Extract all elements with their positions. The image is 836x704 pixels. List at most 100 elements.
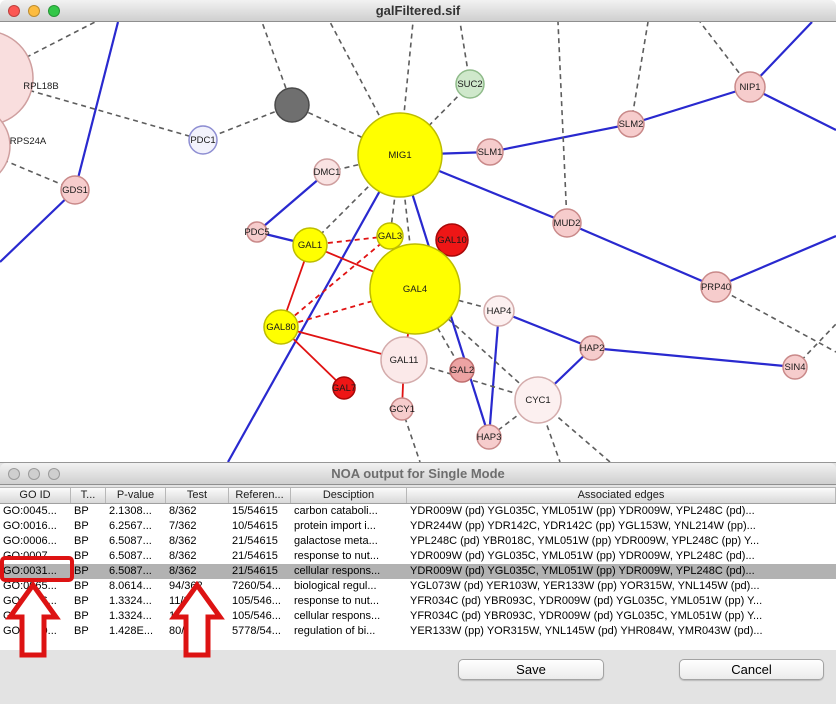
table-cell: 10/54615 [232,520,278,532]
column-header[interactable]: Desciption [291,488,407,503]
edge-pd[interactable] [557,22,568,224]
node-PDC1[interactable]: PDC1 [188,125,218,155]
node-label: HAP4 [487,306,512,317]
node-GDS1[interactable]: GDS1 [60,175,90,205]
edge-pp[interactable] [749,86,836,131]
edge-pd[interactable] [202,104,293,141]
column-header[interactable]: Referen... [229,488,291,503]
node-SUC2[interactable]: SUC2 [455,69,485,99]
node-SLM1[interactable]: SLM1 [476,138,504,166]
table-cell: GO:0006... [3,535,57,547]
edge-pd[interactable] [537,399,611,462]
noa-window-titlebar[interactable]: NOA output for Single Mode [0,463,836,485]
zoom-button[interactable] [48,5,60,17]
edge-pp[interactable] [227,154,401,462]
table-cell: 6.5087... [109,535,152,547]
edge-hld[interactable] [280,235,391,328]
table-cell: 1.3324... [109,595,152,607]
edge-pp[interactable] [256,171,328,233]
edge-pd[interactable] [630,22,649,125]
node-label: DMC1 [314,167,341,178]
edge-pd[interactable] [261,22,293,106]
node-DMC1[interactable]: DMC1 [313,158,341,186]
column-header[interactable]: T... [71,488,106,503]
node-HAP3[interactable]: HAP3 [476,424,502,450]
column-header[interactable]: GO ID [0,488,71,503]
node-PDC5[interactable]: PDC5 [244,221,270,243]
edge-pd[interactable] [414,288,463,371]
table-cell: 80/362 [169,625,203,637]
edge-pp[interactable] [566,221,717,289]
edge-pp[interactable] [489,122,632,154]
edge-pp[interactable] [591,346,796,369]
node-GAL11[interactable]: GAL11 [380,336,428,384]
node-RPS24A[interactable]: RPS24A [0,106,47,186]
node-HAP2[interactable]: HAP2 [579,335,605,361]
node-GAL80[interactable]: GAL80 [263,309,299,345]
node-GAL7[interactable]: GAL7 [332,376,356,400]
column-header[interactable]: P-value [106,488,166,503]
edge-pp[interactable] [498,309,593,350]
table-cell: GO:0007... [3,550,57,562]
column-header[interactable]: Associated edges [407,488,836,503]
node-PRP40[interactable]: PRP40 [700,271,732,303]
edge-pp[interactable] [487,310,501,438]
table-cell: BP [74,550,89,562]
zoom-button[interactable] [48,468,60,480]
close-button[interactable] [8,5,20,17]
node-GAL2[interactable]: GAL2 [449,357,475,383]
table-cell: 94/362 [169,580,203,592]
node-MIG1[interactable]: MIG1 [357,112,443,198]
table-cell: 7/362 [169,520,197,532]
edge-pp[interactable] [715,234,836,289]
table-cell: BP [74,610,89,622]
node-SLM2[interactable]: SLM2 [617,110,645,138]
node-RPL18B[interactable]: RPL18B [0,31,59,125]
node-GAL10[interactable]: GAL10 [435,223,469,257]
node-HAP4[interactable]: HAP4 [483,295,515,327]
node-label: SUC2 [457,79,482,90]
edge-pd[interactable] [329,22,401,156]
node-GAL4[interactable]: GAL4 [369,243,461,335]
table-cell: BP [74,535,89,547]
node-label: GAL4 [403,284,427,295]
cancel-button[interactable]: Cancel [679,659,824,680]
node-GAL1[interactable]: GAL1 [292,227,328,263]
edge-pd[interactable] [715,286,836,353]
table-cell: YDR009W (pd) YGL035C, YML051W (pp) YDR00… [410,505,755,517]
node-GAL3[interactable]: GAL3 [376,222,404,250]
edge-pd[interactable] [0,146,76,191]
node-label: MIG1 [388,150,411,161]
table-cell: BP [74,505,89,517]
close-button[interactable] [8,468,20,480]
node-CYC1[interactable]: CYC1 [514,376,562,424]
table-cell: BP [74,625,89,637]
table-cell: YDR244W (pp) YDR142C, YDR142C (pp) YGL15… [410,520,756,532]
node-NIP1[interactable]: NIP1 [734,71,766,103]
table-cell: YPL248C (pd) YBR018C, YML051W (pp) YDR00… [410,535,760,547]
node-SIN4[interactable]: SIN4 [782,354,808,380]
minimize-button[interactable] [28,5,40,17]
edge-pp[interactable] [73,22,120,191]
node-GCY1[interactable]: GCY1 [389,397,415,421]
edge-pp[interactable] [630,85,751,126]
graph-window-titlebar[interactable]: galFiltered.sif [0,0,836,22]
edge-pp[interactable] [0,189,76,263]
column-header[interactable]: Test [166,488,229,503]
node-unlabeled[interactable] [274,87,310,123]
minimize-button[interactable] [28,468,40,480]
save-button[interactable]: Save [458,659,604,680]
node-MUD2[interactable]: MUD2 [552,208,582,238]
